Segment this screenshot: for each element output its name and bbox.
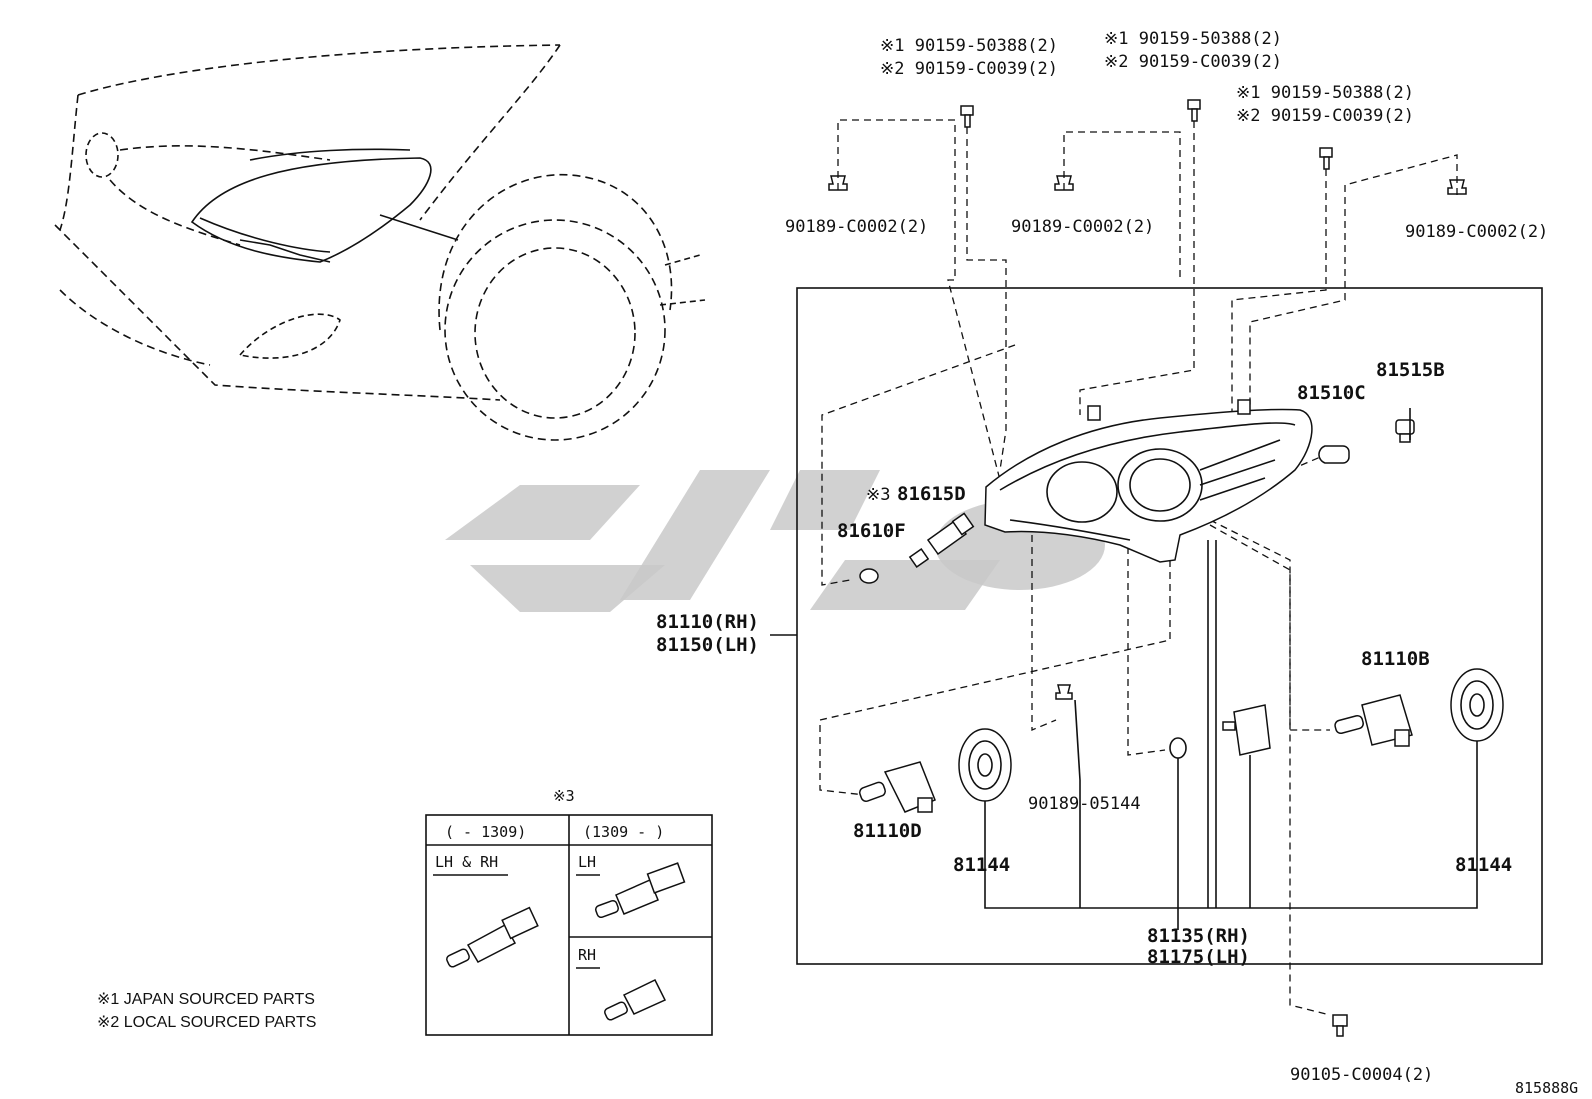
- bolt-top-left-icon: [960, 105, 974, 128]
- actuator-icon: [1222, 704, 1271, 756]
- label-81615D-prefix: ※3: [866, 485, 890, 505]
- bulb-81110D-icon: [858, 761, 936, 813]
- label-81110B: 81110B: [1361, 648, 1430, 670]
- label-top-right-line2: ※2 90159-C0039(2): [1236, 106, 1414, 126]
- socket-variant-rh-icon: [604, 979, 667, 1021]
- inset-variants-table: ※3 ( - 1309) (1309 - ) LH & RH LH RH: [425, 787, 713, 1036]
- clip-c-icon: [1447, 179, 1467, 195]
- label-top-left-line2: ※2 90159-C0039(2): [880, 59, 1058, 79]
- label-bottom-screw: 90105-C0004(2): [1290, 1065, 1433, 1085]
- label-clip-a: 90189-C0002(2): [785, 217, 928, 237]
- inset-col1-header: ( - 1309): [445, 823, 526, 841]
- bulb-81610F-icon: [859, 568, 879, 584]
- inset-col2-bottom-label: RH: [578, 946, 596, 964]
- label-81144-left: 81144: [953, 854, 1010, 876]
- screw-bottom-icon: [1332, 1014, 1348, 1037]
- label-81144-right: 81144: [1455, 854, 1512, 876]
- headlamp-assembly: [984, 399, 1313, 563]
- label-top-mid-line2: ※2 90159-C0039(2): [1104, 52, 1282, 72]
- socket-81615D-icon: [908, 512, 975, 568]
- label-81510C: 81510C: [1297, 382, 1366, 404]
- socket-81515B-icon: [1395, 419, 1415, 443]
- label-81610F: 81610F: [837, 520, 906, 542]
- socket-variant-1-icon: [446, 906, 539, 968]
- cap-81144-right-icon: [1450, 668, 1504, 742]
- label-assembly-lh: 81150(LH): [656, 634, 759, 656]
- inset-col2-header: (1309 - ): [583, 823, 664, 841]
- label-top-right-line1: ※1 90159-50388(2): [1236, 83, 1414, 103]
- label-81515B: 81515B: [1376, 359, 1445, 381]
- label-81175-lh: 81175(LH): [1147, 946, 1250, 968]
- label-81615D: 81615D: [897, 483, 966, 505]
- label-81110D: 81110D: [853, 820, 922, 842]
- o-ring-icon: [1169, 737, 1187, 759]
- note-local-sourced: ※2 LOCAL SOURCED PARTS: [97, 1014, 316, 1031]
- label-90189-05144: 90189-05144: [1028, 794, 1141, 814]
- socket-variant-lh-icon: [594, 862, 686, 919]
- bolt-top-right-icon: [1319, 147, 1333, 170]
- diagram-code: 815888G: [1515, 1079, 1578, 1097]
- label-clip-b: 90189-C0002(2): [1011, 217, 1154, 237]
- inset-mark: ※3: [553, 787, 575, 805]
- clip-90189-05144-icon: [1055, 684, 1073, 700]
- label-assembly-rh: 81110(RH): [656, 611, 759, 633]
- inset-col2-top-label: LH: [578, 853, 596, 871]
- cap-81144-left-icon: [958, 728, 1012, 802]
- bulb-81110B-icon: [1334, 694, 1413, 747]
- label-top-mid-line1: ※1 90159-50388(2): [1104, 29, 1282, 49]
- label-top-left-line1: ※1 90159-50388(2): [880, 36, 1058, 56]
- assembly-frame: [796, 287, 1543, 965]
- label-clip-c: 90189-C0002(2): [1405, 222, 1548, 242]
- solid-leaders: [770, 408, 1478, 930]
- note-japan-sourced: ※1 JAPAN SOURCED PARTS: [97, 991, 315, 1008]
- vehicle-front-illustration: [54, 44, 706, 441]
- inset-col1-label: LH & RH: [435, 853, 498, 871]
- leader-lines: [819, 119, 1458, 1016]
- bulb-81510C-icon: [1318, 445, 1350, 464]
- label-81135-rh: 81135(RH): [1147, 925, 1250, 947]
- bolt-top-mid-icon: [1187, 99, 1201, 122]
